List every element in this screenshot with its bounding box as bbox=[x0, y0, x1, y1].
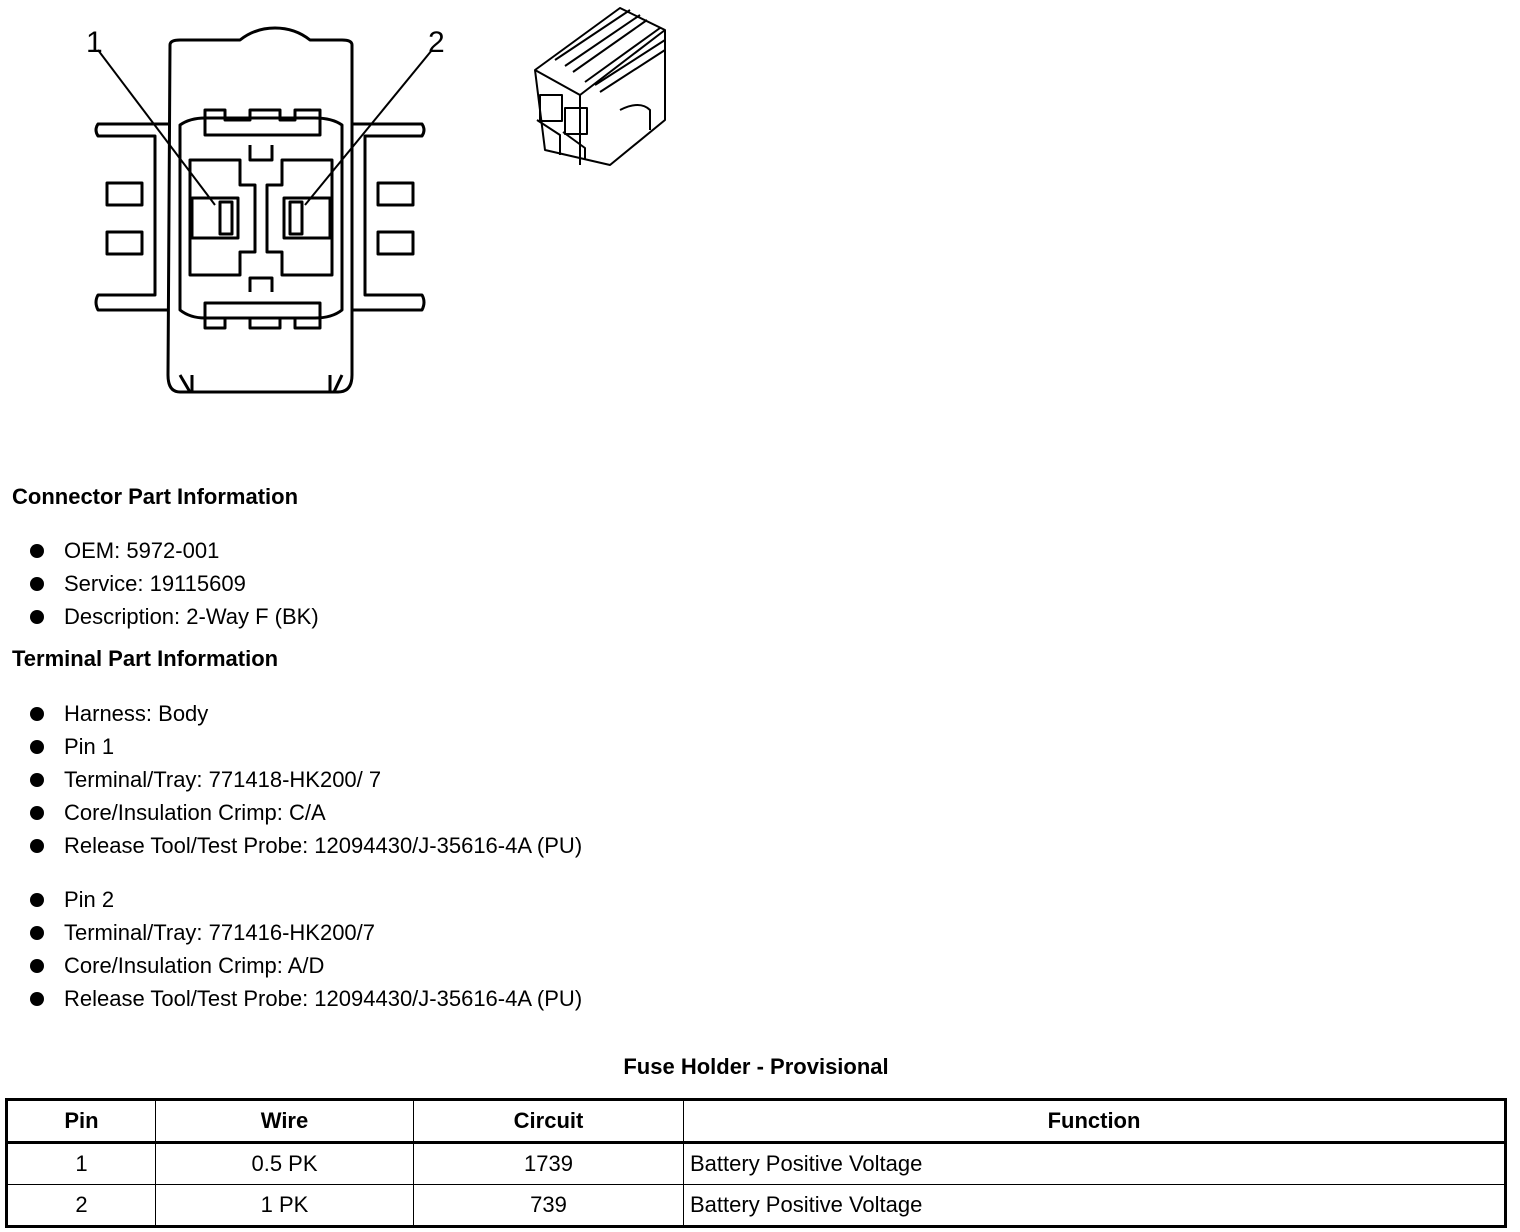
cell-pin: 2 bbox=[6, 1184, 156, 1227]
iso-cavity-2 bbox=[564, 107, 588, 135]
iso-cavity-1 bbox=[539, 94, 563, 122]
cell-function: Battery Positive Voltage bbox=[683, 1142, 1506, 1185]
bullet-icon bbox=[30, 838, 44, 853]
iso-body-outline bbox=[534, 7, 666, 166]
table-row: 2 1 PK 739 Battery Positive Voltage bbox=[6, 1184, 1506, 1227]
list-item: Description: 2-Way F (BK) bbox=[28, 600, 319, 633]
terminal-part-list-pin1: Harness: Body Pin 1 Terminal/Tray: 77141… bbox=[28, 697, 582, 862]
table-title: Fuse Holder - Provisional bbox=[623, 1054, 889, 1079]
bullet-icon bbox=[30, 543, 44, 558]
bullet-icon bbox=[30, 958, 44, 973]
cell-function: Battery Positive Voltage bbox=[683, 1184, 1506, 1227]
list-item: Core/Insulation Crimp: C/A bbox=[28, 796, 582, 829]
terminal-1 bbox=[190, 196, 240, 240]
right-tab-upper bbox=[376, 181, 415, 207]
cell-wire: 0.5 PK bbox=[155, 1142, 414, 1185]
cell-circuit: 739 bbox=[413, 1184, 684, 1227]
inner-frame bbox=[178, 116, 344, 320]
callout-1-label: 1 bbox=[86, 26, 103, 59]
bullet-icon bbox=[30, 805, 44, 820]
cavity-left-outline bbox=[188, 158, 257, 277]
iso-lower-detail bbox=[536, 119, 586, 160]
list-item: Harness: Body bbox=[28, 697, 582, 730]
list-item: Terminal/Tray: 771418-HK200/ 7 bbox=[28, 763, 582, 796]
callout-1-leader bbox=[97, 49, 216, 206]
right-tab-lower bbox=[376, 230, 415, 256]
list-item: Release Tool/Test Probe: 12094430/J-3561… bbox=[28, 982, 582, 1015]
column-header-circuit: Circuit bbox=[413, 1099, 684, 1144]
bullet-icon bbox=[30, 892, 44, 907]
iso-side-ribs bbox=[594, 39, 666, 93]
column-header-wire: Wire bbox=[155, 1099, 414, 1144]
connector-face-diagram: 1 2 bbox=[86, 26, 445, 394]
list-item: Pin 1 bbox=[28, 730, 582, 763]
table-row: 1 0.5 PK 1739 Battery Positive Voltage bbox=[6, 1142, 1506, 1185]
callout-2-leader bbox=[304, 49, 433, 206]
cell-circuit: 1739 bbox=[413, 1142, 684, 1185]
left-tab-lower bbox=[105, 230, 144, 256]
iso-latch bbox=[619, 104, 651, 130]
housing-feet bbox=[178, 374, 344, 393]
connector-isometric-view bbox=[534, 7, 666, 166]
left-flange bbox=[94, 122, 168, 312]
cell-wire: 1 PK bbox=[155, 1184, 414, 1227]
list-item: Release Tool/Test Probe: 12094430/J-3561… bbox=[28, 829, 582, 862]
terminal-2 bbox=[282, 196, 332, 240]
column-header-pin: Pin bbox=[6, 1099, 156, 1144]
connector-part-list: OEM: 5972-001 Service: 19115609 Descript… bbox=[28, 534, 319, 633]
cavity-right-outline bbox=[265, 158, 334, 277]
terminal-2-contact bbox=[288, 200, 304, 236]
iso-ribs bbox=[554, 9, 661, 83]
list-item: Pin 2 bbox=[28, 883, 582, 916]
pin-table: Pin Wire Circuit Function 1 0.5 PK 1739 … bbox=[5, 1098, 1507, 1228]
bullet-icon bbox=[30, 739, 44, 754]
top-latch bbox=[248, 145, 274, 162]
bullet-icon bbox=[30, 576, 44, 591]
terminal-1-contact bbox=[218, 200, 234, 236]
terminal-part-heading: Terminal Part Information bbox=[12, 646, 279, 671]
list-item: Terminal/Tray: 771416-HK200/7 bbox=[28, 916, 582, 949]
bullet-icon bbox=[30, 991, 44, 1006]
bottom-latch bbox=[248, 276, 274, 292]
bullet-icon bbox=[30, 706, 44, 721]
list-item: Core/Insulation Crimp: A/D bbox=[28, 949, 582, 982]
bullet-icon bbox=[30, 925, 44, 940]
connector-part-heading: Connector Part Information bbox=[12, 484, 299, 509]
cell-pin: 1 bbox=[6, 1142, 156, 1185]
column-header-function: Function bbox=[683, 1099, 1506, 1144]
right-flange bbox=[352, 122, 426, 312]
terminal-part-list-pin2: Pin 2 Terminal/Tray: 771416-HK200/7 Core… bbox=[28, 883, 582, 1015]
left-tab-upper bbox=[105, 181, 144, 207]
bullet-icon bbox=[30, 609, 44, 624]
housing-outline bbox=[166, 26, 354, 394]
list-item: OEM: 5972-001 bbox=[28, 534, 319, 567]
table-header-row: Pin Wire Circuit Function bbox=[6, 1099, 1506, 1144]
bullet-icon bbox=[30, 772, 44, 787]
top-key bbox=[203, 108, 322, 137]
list-item: Service: 19115609 bbox=[28, 567, 319, 600]
callout-2-label: 2 bbox=[428, 26, 445, 59]
bottom-key bbox=[203, 301, 322, 330]
